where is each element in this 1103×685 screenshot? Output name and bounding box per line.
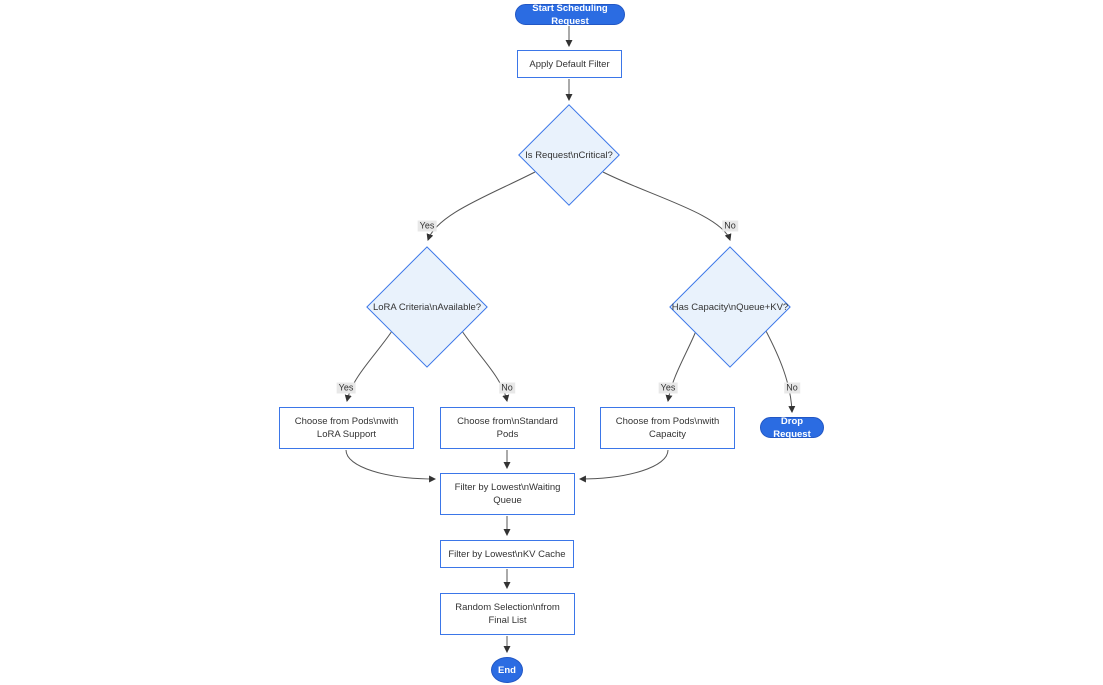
node-label-line: Random Selection\nfrom	[455, 602, 560, 613]
node-choose-from-standard-pods: Choose from\nStandard Pods	[440, 407, 575, 449]
node-label-line: Capacity	[649, 429, 686, 440]
edge-critical-no	[602, 171, 732, 241]
node-label-line: Choose from Pods\nwith	[294, 416, 399, 427]
edge-label-lora-no: No	[499, 382, 515, 394]
node-label: Start Scheduling Request	[532, 2, 608, 27]
node-label: End	[498, 664, 516, 676]
node-label-line: Pods	[496, 429, 519, 440]
edge-label-capacity-yes: Yes	[658, 382, 678, 394]
edge-lora-pods-to-filter	[345, 449, 437, 483]
node-apply-default-filter: Apply Default Filter	[517, 50, 622, 78]
node-label-line: Queue	[493, 495, 522, 506]
node-choose-pods-with-capacity: Choose from Pods\nwith Capacity	[600, 407, 735, 449]
edge-capacity-no	[765, 330, 796, 414]
node-label-line: Filter by Lowest\nWaiting	[454, 482, 561, 493]
edge-capacity-yes	[665, 330, 697, 403]
node-filter-by-lowest-kv-cache: Filter by Lowest\nKV Cache	[440, 540, 574, 568]
node-label-line: Final List	[488, 615, 527, 626]
node-drop-request: Drop Request	[760, 415, 824, 440]
node-start-scheduling-request: Start Scheduling Request	[515, 2, 625, 27]
node-choose-pods-with-lora-support: Choose from Pods\nwith LoRA Support	[279, 407, 414, 449]
node-end: End	[491, 657, 523, 683]
node-label-line: LoRA Support	[316, 429, 377, 440]
node-label-line: Choose from\nStandard	[457, 416, 558, 427]
node-filter-by-lowest-waiting-queue: Filter by Lowest\nWaiting Queue	[440, 473, 575, 515]
node-label: Filter by Lowest\nKV Cache	[448, 548, 566, 560]
edge-label-critical-yes: Yes	[417, 220, 437, 232]
node-label: Drop Request	[773, 415, 811, 440]
edge-critical-yes	[426, 171, 536, 241]
edge-cap-pods-to-filter	[578, 449, 669, 483]
node-label-line: Choose from Pods\nwith	[615, 416, 720, 427]
edge-label-capacity-no: No	[784, 382, 800, 394]
edge-label-critical-no: No	[722, 220, 738, 232]
edge-lora-yes	[344, 330, 393, 403]
node-random-selection-from-final-list: Random Selection\nfrom Final List	[440, 593, 575, 635]
node-label: Apply Default Filter	[529, 58, 610, 70]
edge-label-lora-yes: Yes	[336, 382, 356, 394]
edge-lora-no	[461, 330, 510, 403]
